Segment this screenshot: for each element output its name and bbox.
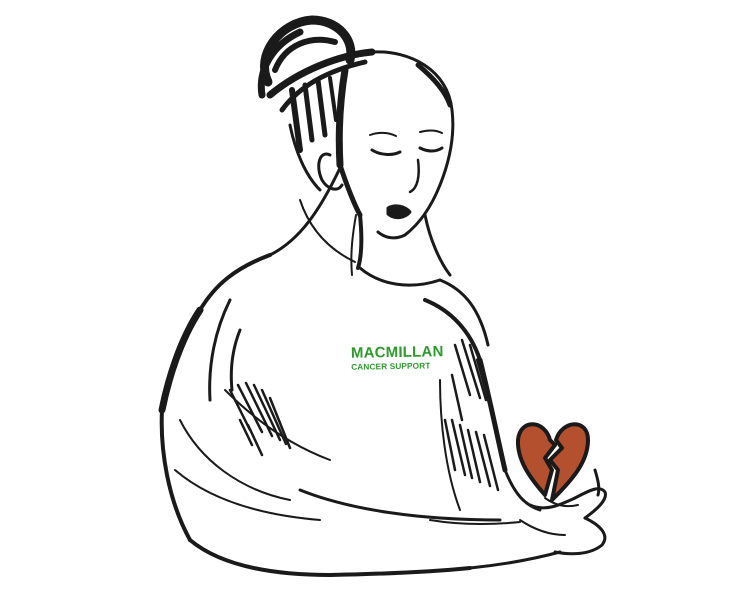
ear-icon xyxy=(317,152,344,191)
hair-bun-icon xyxy=(257,15,356,99)
logo-tagline: CANCER SUPPORT xyxy=(351,360,431,372)
broken-heart-icon xyxy=(515,422,590,502)
head-outline xyxy=(337,50,455,240)
neck-outline xyxy=(350,213,452,287)
closed-eyes-icon xyxy=(369,129,444,156)
shoulders-outline xyxy=(198,166,490,362)
nose-icon xyxy=(408,158,420,194)
hair-icon xyxy=(266,48,376,192)
macmillan-logo: MACMILLAN CANCER SUPPORT xyxy=(350,343,444,372)
mouth-icon xyxy=(386,204,412,220)
logo-wordmark: MACMILLAN xyxy=(350,343,444,362)
forearm-outline xyxy=(298,488,562,577)
shading-hatching-left xyxy=(228,381,292,457)
hand-outline xyxy=(519,468,607,556)
shading-hatching-right xyxy=(443,338,500,492)
left-arm-outline xyxy=(158,298,332,577)
